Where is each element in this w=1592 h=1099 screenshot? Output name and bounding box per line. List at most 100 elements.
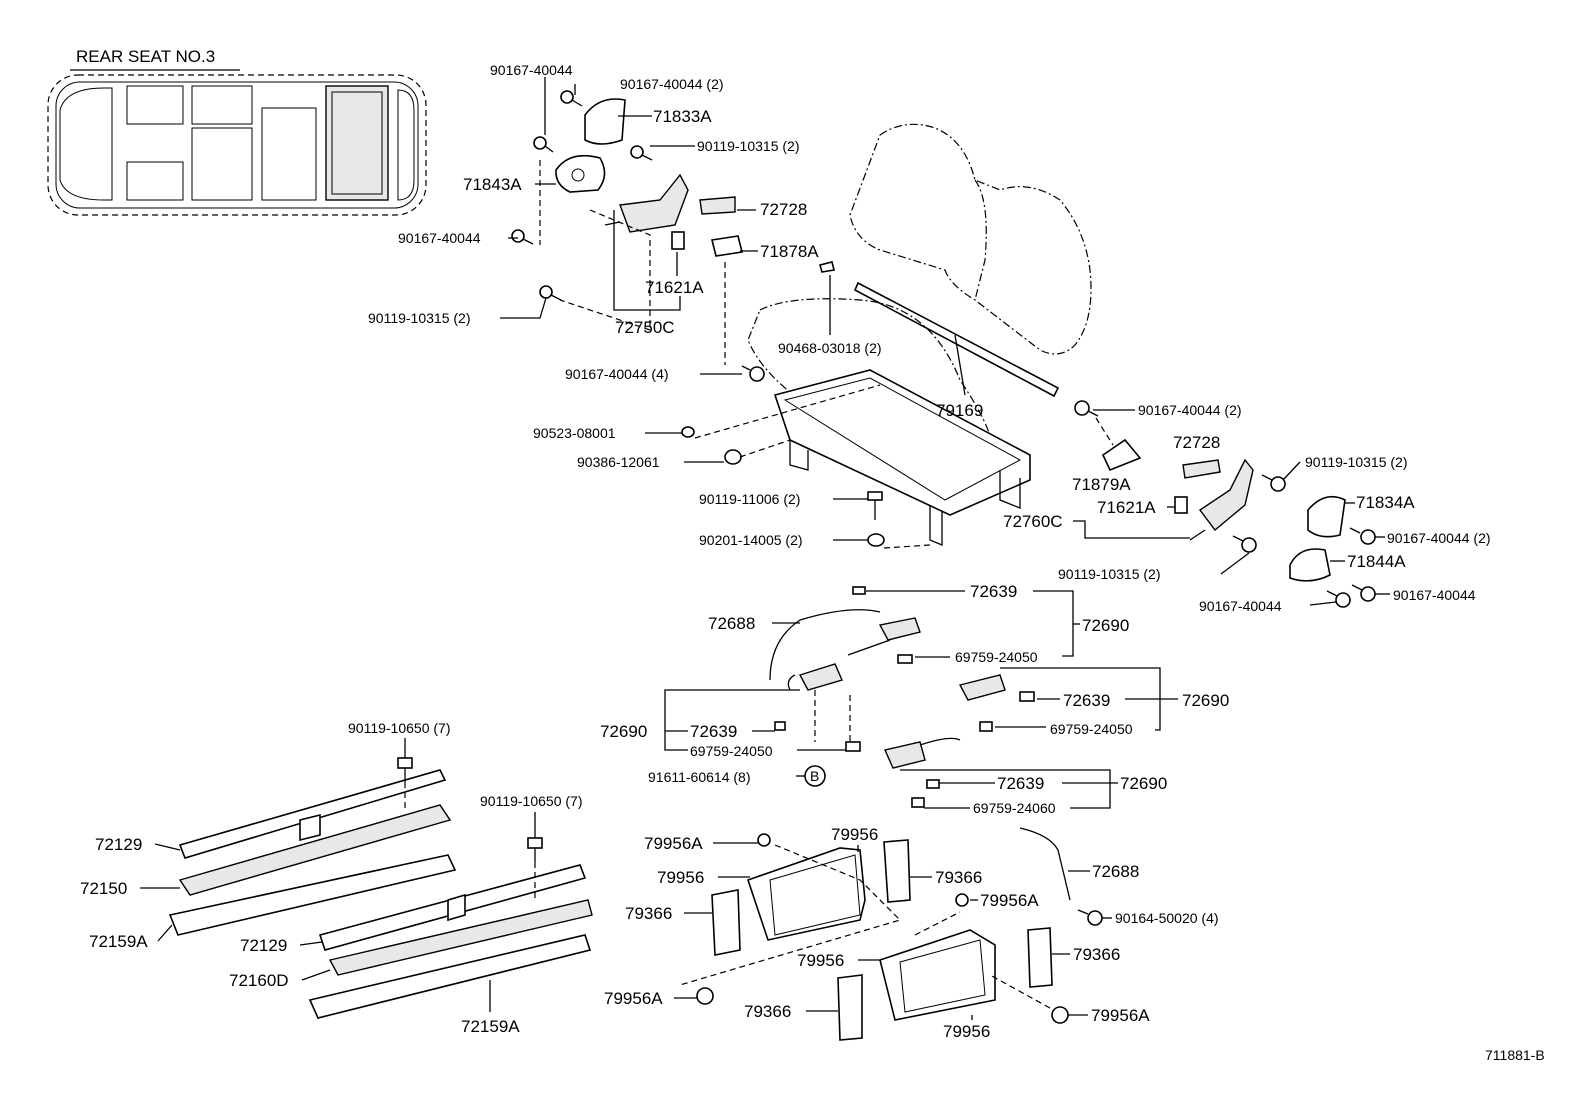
clip-79956A-icon <box>757 833 771 847</box>
label-72728: 72728 <box>760 200 807 219</box>
bolt-icon <box>511 229 534 245</box>
bolt-icon <box>1077 909 1103 926</box>
frame-leg-1 <box>789 440 809 471</box>
label-71879A: 71879A <box>1072 475 1131 494</box>
nut-icon <box>867 533 885 547</box>
rail-72129-a <box>178 769 447 859</box>
label-79956: 79956 <box>797 951 844 970</box>
label-79956: 79956 <box>943 1022 990 1041</box>
label-72750C: 72750C <box>615 318 675 337</box>
label-72688: 72688 <box>708 614 755 633</box>
left-hinge-parts <box>511 90 881 465</box>
bolt-icon <box>533 136 554 153</box>
seatback-shape <box>849 123 1092 355</box>
part-71844A <box>1289 548 1331 582</box>
inset-title: REAR SEAT NO.3 <box>76 47 215 66</box>
frame-leg-3 <box>999 470 1021 509</box>
label-79956A: 79956A <box>604 989 663 1008</box>
clip-79956A-icon <box>955 893 969 907</box>
label-90167-40044-2: 90167-40044 (2) <box>1138 402 1242 418</box>
part-labels: 90167-40044 90167-40044 (2) 71833A 90119… <box>80 62 1545 1063</box>
rail-bracket <box>299 813 321 842</box>
cover-79956-a <box>746 847 866 941</box>
cover-79956-b <box>879 929 996 1021</box>
label-90119-10650-7: 90119-10650 (7) <box>348 720 450 736</box>
label-72760C: 72760C <box>1003 512 1063 531</box>
label-71621A: 71621A <box>1097 498 1156 517</box>
label-72159A: 72159A <box>461 1017 520 1036</box>
label-69759-24060: 69759-24060 <box>973 800 1056 816</box>
label-72690: 72690 <box>1120 774 1167 793</box>
hinge-handle <box>604 221 621 226</box>
dash-leader <box>739 439 791 458</box>
label-90119-10315-2: 90119-10315 (2) <box>368 310 470 326</box>
label-79956A: 79956A <box>644 834 703 853</box>
bolt-icon <box>560 90 583 107</box>
pin-72639 <box>852 586 866 595</box>
clip-90468-icon <box>819 261 835 273</box>
label-90167-40044: 90167-40044 <box>490 62 573 78</box>
cable-72688 <box>769 609 881 681</box>
label-71833A: 71833A <box>653 107 712 126</box>
label-72639: 72639 <box>1063 691 1110 710</box>
pin-72639-c <box>1019 691 1035 702</box>
part-72728-left <box>699 196 736 215</box>
frame-leg-2 <box>929 505 943 546</box>
pin-72639-d <box>926 779 940 789</box>
part-71621A-left <box>671 231 685 250</box>
label-72639: 72639 <box>970 582 1017 601</box>
bolt-icon <box>539 285 562 301</box>
washer-icon <box>681 426 695 438</box>
frame-pan <box>773 369 1031 516</box>
right-hinge-parts <box>867 400 1376 608</box>
label-90119-11006-2: 90119-11006 (2) <box>699 491 800 507</box>
label-71878A: 71878A <box>760 242 819 261</box>
part-71879A <box>1101 438 1142 472</box>
bushing-icon <box>724 449 742 465</box>
part-71833A <box>584 98 626 145</box>
clip-69759-c <box>979 721 993 732</box>
label-79956: 79956 <box>657 868 704 887</box>
label-71844A: 71844A <box>1347 552 1406 571</box>
cover-79366-b <box>883 839 911 903</box>
rail-72159A-a <box>168 854 457 936</box>
rail-72150 <box>178 804 452 896</box>
label-90201-14005-2: 90201-14005 (2) <box>699 532 803 548</box>
cushion-shape <box>747 298 993 465</box>
label-90468-03018-2: 90468-03018 (2) <box>778 340 882 356</box>
dash-leader <box>1095 417 1114 446</box>
bolt-icon <box>630 145 653 161</box>
label-72690: 72690 <box>1082 616 1129 635</box>
label-90119-10315-2: 90119-10315 (2) <box>1305 454 1407 470</box>
part-71878A <box>711 235 743 257</box>
row2-seat-a <box>191 85 253 125</box>
rail-72159A-b <box>308 934 592 1019</box>
label-90164-50020-4: 90164-50020 (4) <box>1115 910 1219 926</box>
rear-seat-no3-cushion <box>331 91 383 195</box>
part-71834A <box>1307 495 1346 538</box>
label-71834A: 71834A <box>1356 493 1415 512</box>
row2-seat-b <box>191 127 253 201</box>
rail-bracket-b <box>447 893 466 922</box>
label-90167-40044: 90167-40044 <box>1199 598 1282 614</box>
dash-leader <box>989 974 1051 1009</box>
label-callout-b: B <box>810 768 819 784</box>
seatback-split <box>974 179 987 301</box>
linkage-parts <box>769 586 1071 901</box>
frame-inner <box>783 377 1022 501</box>
part-72760C <box>1198 458 1254 532</box>
rod-d <box>919 737 961 746</box>
cable-72688-b <box>1019 827 1071 901</box>
part-72728-right <box>1182 459 1221 479</box>
cover-79366-a <box>711 889 741 956</box>
label-91611-60614-8: 91611-60614 (8) <box>648 769 750 785</box>
label-72728: 72728 <box>1173 433 1220 452</box>
label-72129: 72129 <box>95 835 142 854</box>
clip-69759-b <box>845 741 861 752</box>
label-69759-24050: 69759-24050 <box>955 649 1038 665</box>
label-69759-24050: 69759-24050 <box>1050 721 1133 737</box>
bolt-icon <box>1351 584 1376 602</box>
part-79169-bar <box>853 281 1060 398</box>
bolt-icon <box>1261 474 1286 492</box>
hinge-handle-right <box>1189 529 1206 541</box>
